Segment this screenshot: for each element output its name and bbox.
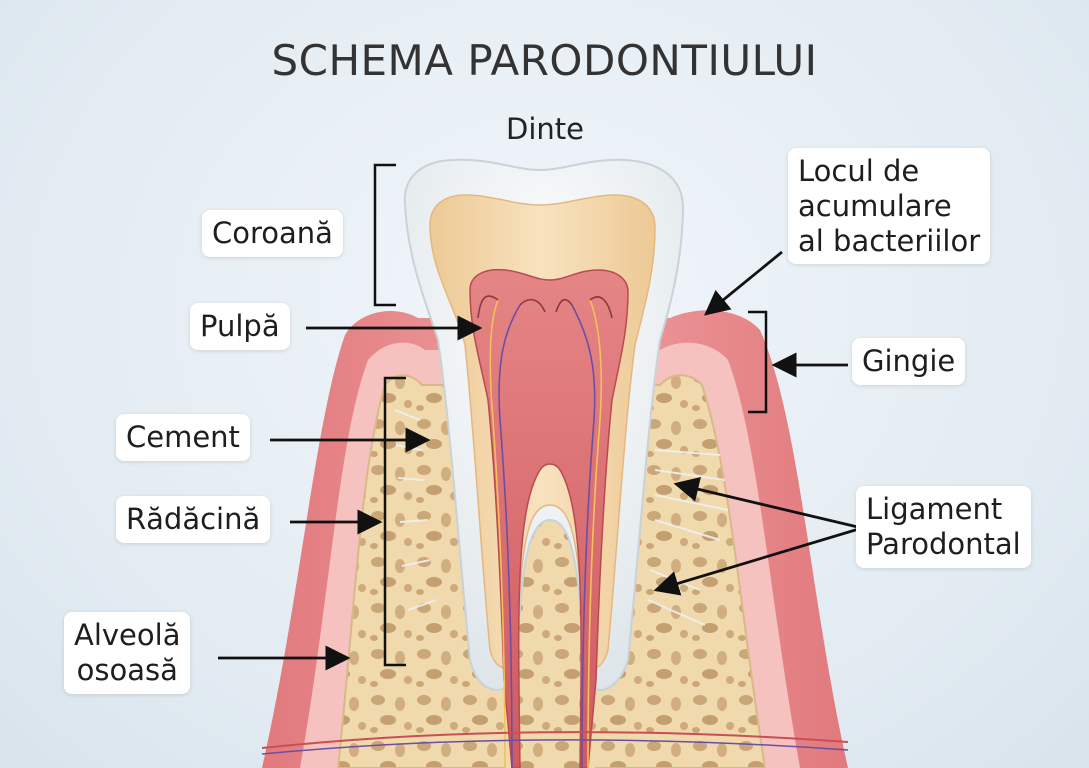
label-coroana: Coroană bbox=[202, 210, 343, 257]
label-ligament-line2: Parodontal bbox=[866, 526, 1021, 561]
label-locul-line1: Locul de bbox=[798, 154, 920, 188]
label-gingie-text: Gingie bbox=[862, 344, 956, 378]
label-cement-text: Cement bbox=[126, 420, 240, 454]
pulp-vessels bbox=[477, 295, 613, 768]
diagram-title: SCHEMA PARODONTIULUI bbox=[271, 36, 818, 85]
label-cement: Cement bbox=[116, 414, 250, 461]
label-pulpa: Pulpă bbox=[190, 303, 290, 350]
bottom-vessels bbox=[261, 731, 849, 755]
label-locul: Locul de acumulare al bacteriilor bbox=[788, 148, 991, 265]
arrow-ligament-1 bbox=[673, 476, 863, 530]
label-ligament: Ligament Parodontal bbox=[856, 486, 1031, 568]
brackets bbox=[373, 163, 768, 667]
arrow-ligament-2 bbox=[653, 526, 863, 596]
crown-bracket bbox=[373, 163, 396, 307]
arrows bbox=[218, 250, 863, 671]
label-gingie: Gingie bbox=[852, 338, 966, 385]
label-alveola-line2: osoasă bbox=[76, 652, 178, 687]
label-radacina-text: Rădăcină bbox=[126, 502, 261, 536]
label-locul-line2: acumulare bbox=[798, 188, 952, 223]
label-alveola-line1: Alveolă bbox=[74, 618, 181, 652]
label-locul-line3: al bacteriilor bbox=[798, 223, 981, 258]
label-ligament-line1: Ligament bbox=[866, 492, 1003, 526]
label-dinte: Dinte bbox=[506, 112, 584, 146]
arrow-bacteria bbox=[704, 250, 783, 316]
label-radacina: Rădăcină bbox=[116, 496, 271, 543]
gingiva-bracket bbox=[748, 310, 768, 414]
label-pulpa-text: Pulpă bbox=[200, 309, 280, 343]
interradicular-bone bbox=[505, 490, 595, 768]
root-bracket bbox=[383, 376, 406, 667]
label-coroana-text: Coroană bbox=[212, 216, 333, 250]
label-alveola: Alveolă osoasă bbox=[64, 612, 191, 694]
